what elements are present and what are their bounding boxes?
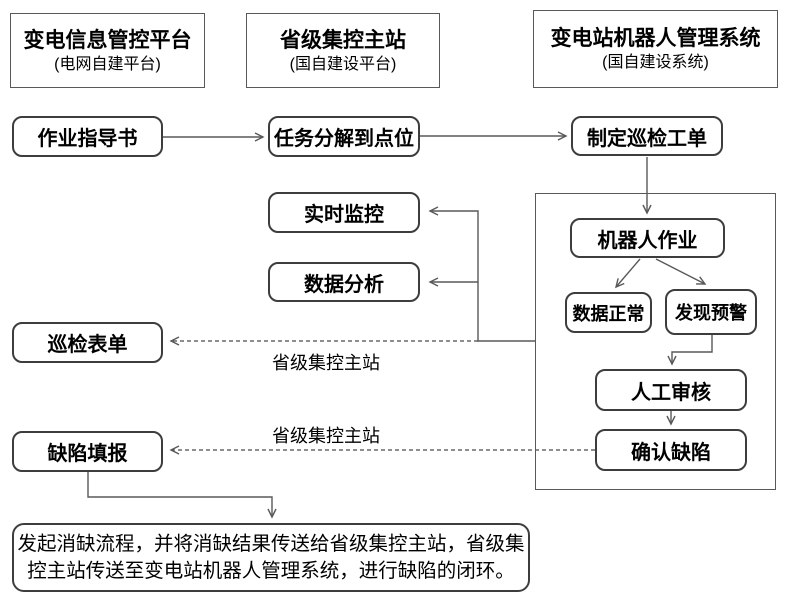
node-create-order: 制定巡检工单 <box>571 116 723 156</box>
node-work-guide: 作业指导书 <box>12 116 163 157</box>
node-confirm-defect: 确认缺陷 <box>595 429 747 471</box>
header-province-title: 省级集控主站 <box>280 28 406 52</box>
header-province-subtitle: (国自建设平台) <box>289 55 397 73</box>
edge-system-to-monitor <box>428 206 535 342</box>
header-grid-platform-title: 变电信息管控平台 <box>23 28 192 52</box>
node-task-decompose: 任务分解到点位 <box>268 116 420 157</box>
header-robot-system: 变电站机器人管理系统 (国自建设系统) <box>533 10 778 88</box>
header-grid-platform: 变电信息管控平台 (电网自建平台) <box>10 13 205 88</box>
edge-report-to-note <box>87 472 277 519</box>
node-alarm-found: 发现预警 <box>665 289 757 335</box>
robot-system-group-box <box>535 193 776 490</box>
node-inspection-form: 巡检表单 <box>12 322 163 363</box>
header-robot-subtitle: (国自建设系统) <box>602 54 709 71</box>
node-data-analysis: 数据分析 <box>268 262 420 302</box>
header-grid-platform-subtitle: (电网自建平台) <box>54 55 161 73</box>
node-defect-report: 缺陷填报 <box>12 431 163 472</box>
bottom-note-line1: 发起消缺流程，并将消缺结果传送给省级集控主站，省级集 <box>17 532 525 555</box>
bottom-note-box: 发起消缺流程，并将消缺结果传送给省级集控主站，省级集 控主站传送至变电站机器人管… <box>12 523 530 592</box>
edge-label-province-station-2: 省级集控主站 <box>272 426 380 446</box>
header-robot-title: 变电站机器人管理系统 <box>550 27 761 50</box>
node-robot-work: 机器人作业 <box>570 218 725 258</box>
node-realtime-monitor: 实时监控 <box>268 192 420 233</box>
header-province-master-station: 省级集控主站 (国自建设平台) <box>246 13 440 88</box>
edge-label-province-station-1: 省级集控主站 <box>272 353 380 373</box>
bottom-note-line2: 控主站传送至变电站机器人管理系统，进行缺陷的闭环。 <box>27 559 515 582</box>
node-manual-review: 人工审核 <box>595 369 747 411</box>
node-data-normal: 数据正常 <box>565 292 652 333</box>
